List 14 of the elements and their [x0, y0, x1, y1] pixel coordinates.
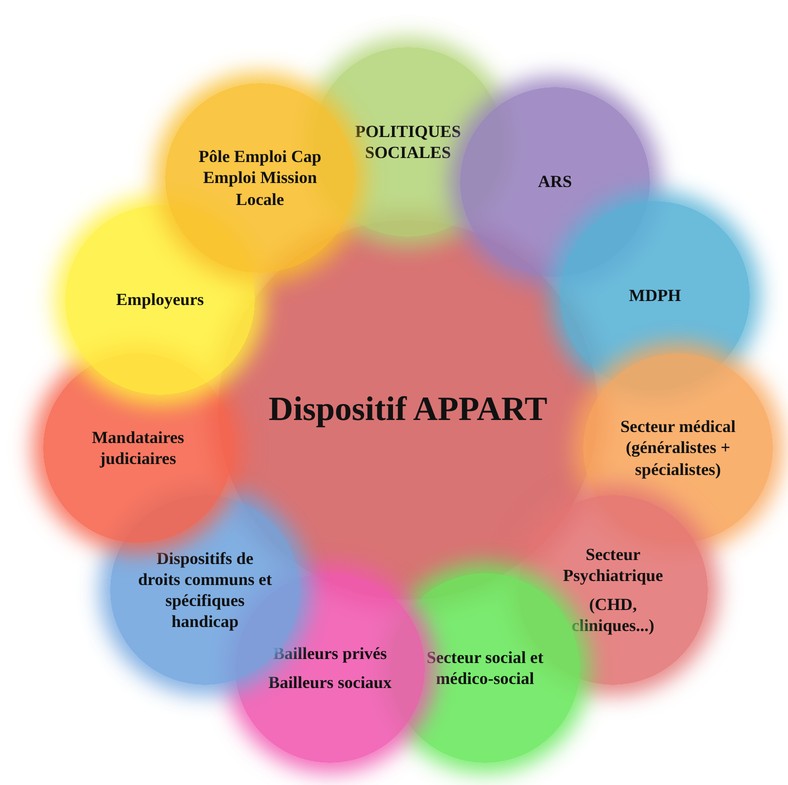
- node-label: MDPH: [629, 285, 681, 307]
- node-label: (CHD, cliniques...): [570, 594, 656, 636]
- node-label: Pôle Emploi Cap Emploi Mission Locale: [198, 146, 322, 210]
- node-label: Dispositifs de droits communs et spécifiques handicap: [138, 548, 272, 632]
- node-label: Secteur médical (généralistes + spécialistes): [619, 416, 737, 480]
- node-label: Bailleurs sociaux: [268, 672, 392, 694]
- node-label: Mandataires judiciaires: [90, 426, 186, 470]
- node-label: Secteur Psychiatrique: [562, 544, 664, 586]
- node-label: Secteur social et médico-social: [426, 646, 544, 690]
- node-label: POLITIQUES SOCIALES: [354, 120, 462, 164]
- node-label: Bailleurs privés: [273, 642, 387, 664]
- central-title: Dispositif APPART: [268, 390, 548, 430]
- node-label: ARS: [538, 171, 572, 193]
- node-label: Employeurs: [116, 289, 204, 311]
